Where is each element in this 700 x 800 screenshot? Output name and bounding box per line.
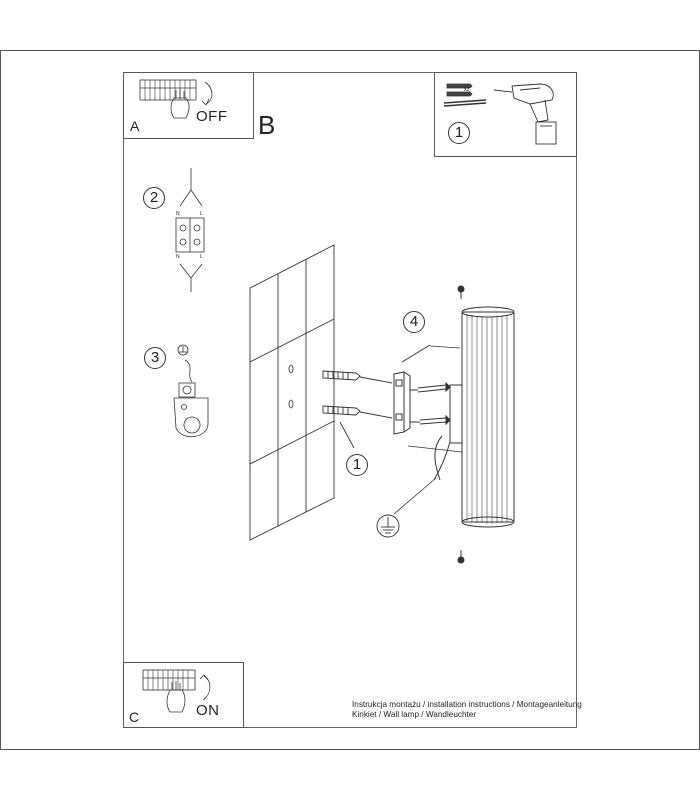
power-off-label: OFF xyxy=(196,108,228,125)
lamp-screws xyxy=(457,285,465,564)
wall-dowels xyxy=(322,370,393,449)
panel-b-letter: B xyxy=(258,110,276,140)
bracket-screws xyxy=(410,381,451,426)
panel-c-box xyxy=(123,662,244,728)
drill-hole-marks xyxy=(288,364,294,409)
wire-n-bottom: N xyxy=(176,254,180,260)
terminal-block-icon xyxy=(175,168,205,292)
step-wire-number: 2 xyxy=(143,187,165,209)
footer-line-2: Kinkiet / Wall lamp / Wandleuchter xyxy=(352,710,477,719)
wall-lamp-body xyxy=(433,306,515,528)
wire-l-bottom: L xyxy=(200,254,203,260)
content-frame xyxy=(123,72,577,728)
panel-c-letter: C xyxy=(129,709,140,725)
step-mount-number: 4 xyxy=(403,311,425,333)
dowel-screw-icon xyxy=(443,83,487,107)
mounting-bracket xyxy=(393,344,431,435)
leader-lines xyxy=(393,345,463,515)
panel-a-letter: A xyxy=(130,118,140,134)
drill-icon xyxy=(493,83,557,145)
panel-a-box xyxy=(123,72,254,139)
footer-caption: Instrukcja montażu / installation instru… xyxy=(352,700,582,720)
ground-symbol-icon xyxy=(376,514,400,538)
ground-terminal-icon xyxy=(173,344,209,437)
dowel-quantity: x2 xyxy=(464,87,470,93)
step-dowel-number: 1 xyxy=(346,454,368,476)
power-on-label: ON xyxy=(196,702,220,719)
footer-line-1: Instrukcja montażu / installation instru… xyxy=(352,700,582,709)
step-ground-number: 3 xyxy=(144,347,166,369)
panel-tools-box xyxy=(434,72,577,157)
fuse-box-off-icon xyxy=(139,79,213,119)
sheet-border xyxy=(0,50,700,750)
step-drill-number: 1 xyxy=(448,122,470,144)
wire-n-top: N xyxy=(176,211,180,217)
wire-l-top: L xyxy=(200,211,203,217)
wall-tiles xyxy=(249,244,335,541)
fuse-box-on-icon xyxy=(142,669,211,713)
